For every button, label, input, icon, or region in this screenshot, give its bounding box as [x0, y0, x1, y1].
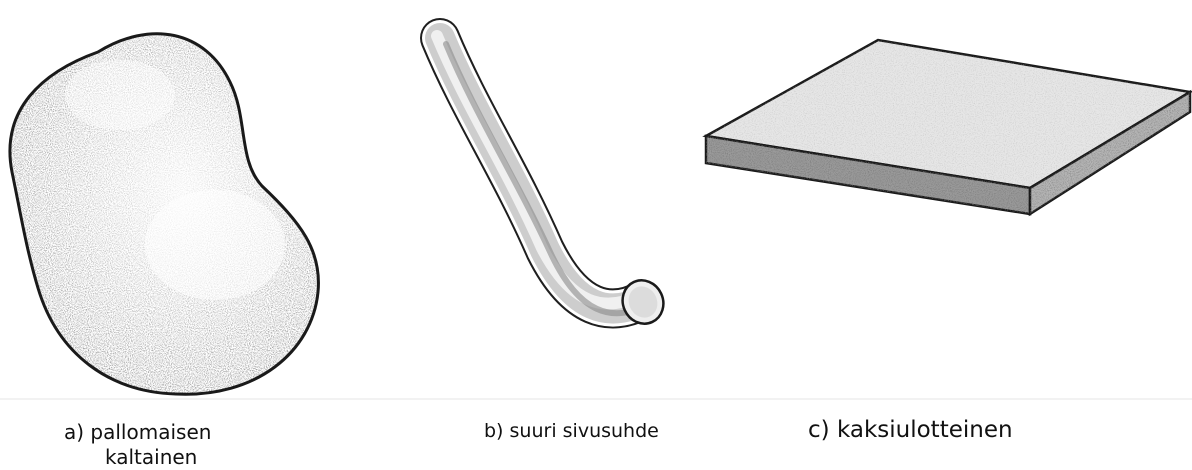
caption-c: c) kaksiulotteinen — [808, 418, 1013, 443]
caption-c-letter: c) — [808, 418, 830, 443]
caption-a-line1: pallomaisen — [90, 420, 211, 444]
particle-shapes-figure — [0, 0, 1192, 400]
two-dimensional-plate-shape — [706, 40, 1190, 214]
spherical-particle-shape — [0, 20, 330, 400]
high-aspect-ratio-rod-shape — [437, 36, 670, 330]
caption-a: a) pallomaisen kaltainen — [64, 420, 211, 470]
caption-b-text: suuri sivusuhde — [510, 420, 659, 442]
caption-c-text: kaksiulotteinen — [837, 417, 1013, 443]
caption-b: b) suuri sivusuhde — [484, 419, 659, 444]
caption-b-letter: b) — [484, 419, 503, 444]
caption-divider — [0, 398, 1192, 400]
caption-a-letter: a) — [64, 420, 84, 445]
caption-a-line2: kaltainen — [64, 445, 211, 470]
